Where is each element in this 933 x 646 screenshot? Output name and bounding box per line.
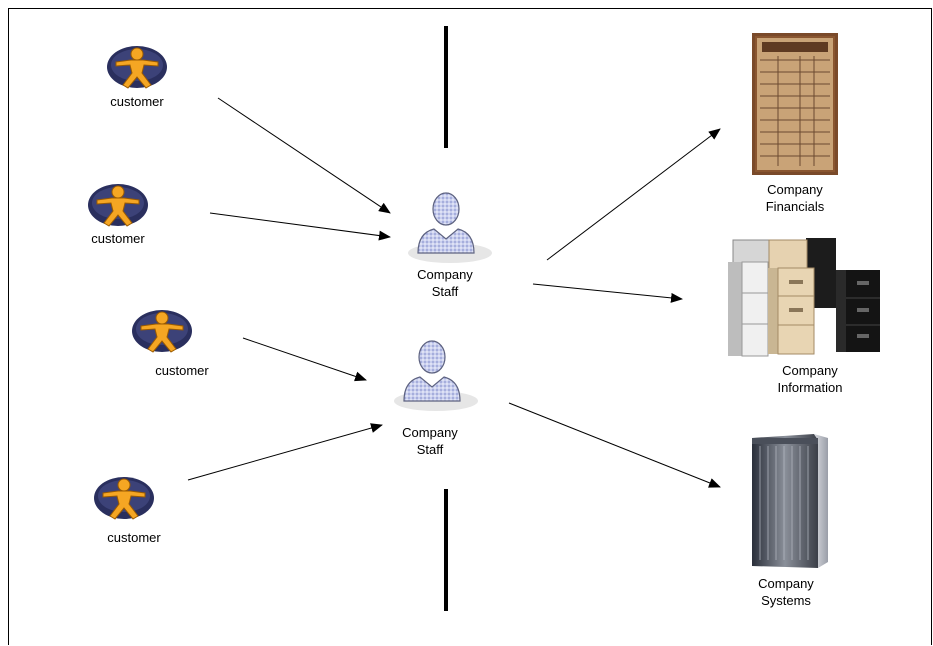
staff-label-line2: Staff <box>416 442 444 457</box>
information-label: Company Information <box>765 362 855 396</box>
systems-label: Company Systems <box>746 575 826 609</box>
arrow-customer2-to-staff1 <box>209 212 391 241</box>
arrow-customer3-to-staff2 <box>242 337 367 382</box>
customer-label: customer <box>110 94 164 109</box>
arrow-staff1-to-information <box>532 283 683 303</box>
arrow-customer4-to-staff2 <box>187 423 383 481</box>
staff-person-icon <box>394 340 478 411</box>
financials-label: Company Financials <box>752 181 838 215</box>
customer-icon <box>88 184 148 227</box>
staff-label-line1: Company <box>417 267 473 282</box>
server-rack-icon <box>752 434 828 568</box>
information-label-line1: Company <box>782 363 838 378</box>
customer-icon <box>94 477 154 520</box>
arrow-staff1-to-financials <box>546 128 721 261</box>
diagram-frame <box>8 8 932 645</box>
ledger-document-icon <box>752 33 838 175</box>
staff-label: Company Staff <box>405 266 485 300</box>
staff-label-line2: Staff <box>431 284 459 299</box>
financials-label-line2: Financials <box>765 199 825 214</box>
financials-label-line1: Company <box>767 182 823 197</box>
staff-person-icon <box>408 192 492 263</box>
customer-label: customer <box>107 530 161 545</box>
arrow-staff2-to-systems <box>508 402 721 488</box>
customer-icon <box>107 46 167 89</box>
staff-label-line1: Company <box>402 425 458 440</box>
arrow-customer1-to-staff1 <box>217 97 391 214</box>
customer-label: customer <box>155 363 209 378</box>
systems-label-line1: Company <box>758 576 814 591</box>
information-label-line2: Information <box>777 380 843 395</box>
staff-label: Company Staff <box>390 424 470 458</box>
systems-label-line2: Systems <box>761 593 811 608</box>
filing-cabinets-icon <box>728 238 880 357</box>
customer-label: customer <box>91 231 145 246</box>
customer-icon <box>132 310 192 353</box>
